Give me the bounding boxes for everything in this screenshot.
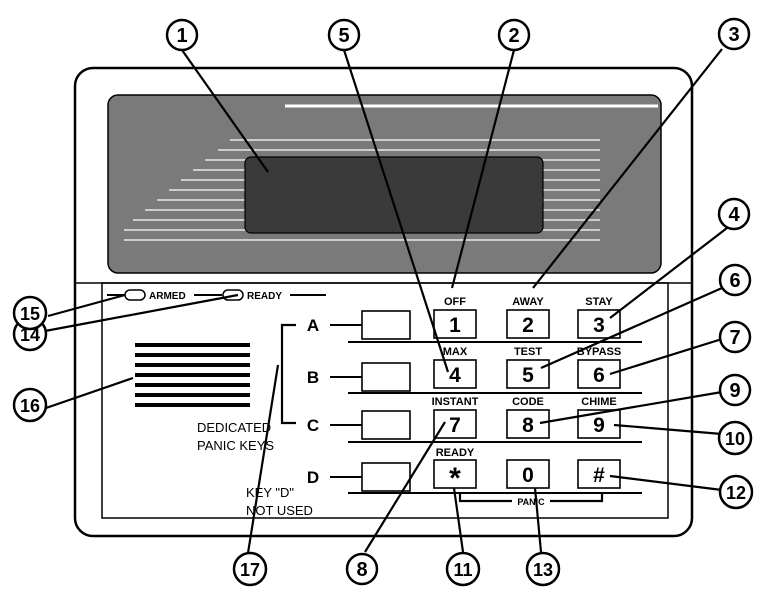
callout-1: 1 — [165, 18, 199, 52]
key-c[interactable] — [361, 410, 411, 440]
callout-7: 7 — [718, 320, 752, 354]
svg-text:3: 3 — [728, 24, 739, 46]
callout-13: 13 — [525, 551, 561, 587]
panic-bracket-left — [458, 494, 512, 503]
row-letter-a: A — [307, 316, 319, 335]
key-1-digit: 1 — [449, 314, 461, 337]
svg-text:4: 4 — [728, 204, 740, 226]
key-8-label: CODE — [512, 396, 544, 408]
key-hash[interactable]: # — [577, 459, 621, 489]
callout-9: 9 — [718, 373, 752, 407]
callout-16: 16 — [12, 387, 48, 423]
svg-text:15: 15 — [20, 304, 40, 324]
callout-12: 12 — [718, 474, 754, 510]
key-4-label: MAX — [443, 346, 468, 358]
key-d-note-line-2: NOT USED — [246, 503, 313, 518]
svg-text:16: 16 — [20, 396, 40, 416]
key-9-label: CHIME — [581, 396, 616, 408]
callout-3: 3 — [717, 17, 751, 51]
key-4-digit: 4 — [449, 364, 461, 387]
callout-11: 11 — [445, 551, 481, 587]
key-9[interactable]: CHIME 9 — [577, 396, 621, 439]
key-7-digit: 7 — [449, 414, 461, 437]
key-d[interactable] — [361, 462, 411, 492]
key-2-label: AWAY — [512, 296, 544, 308]
key-0[interactable]: 0 — [506, 459, 550, 489]
key-2[interactable]: AWAY 2 — [506, 296, 550, 339]
svg-text:1: 1 — [176, 25, 187, 47]
key-star[interactable]: READY * — [433, 447, 477, 495]
callout-6: 6 — [718, 263, 752, 297]
key-star-label: READY — [436, 447, 475, 459]
svg-text:8: 8 — [356, 559, 367, 581]
callout-8: 8 — [345, 552, 379, 586]
key-5-digit: 5 — [522, 364, 534, 387]
key-6-digit: 6 — [593, 364, 605, 387]
svg-text:11: 11 — [453, 560, 472, 580]
key-3-digit: 3 — [593, 314, 605, 337]
key-1-label: OFF — [444, 296, 466, 308]
row-letter-d: D — [307, 468, 319, 487]
svg-text:2: 2 — [508, 25, 519, 47]
armed-label: ARMED — [149, 291, 186, 302]
key-2-digit: 2 — [522, 314, 534, 337]
dedicated-panic-line-1: DEDICATED — [197, 420, 271, 435]
key-7-label: INSTANT — [432, 396, 479, 408]
row-letter-c: C — [307, 416, 319, 435]
svg-text:5: 5 — [338, 25, 349, 47]
key-1[interactable]: OFF 1 — [433, 296, 477, 339]
key-star-digit: * — [449, 462, 461, 495]
panic-label: PANIC — [517, 497, 545, 507]
leader-lines — [44, 48, 728, 554]
key-8[interactable]: CODE 8 — [506, 396, 550, 439]
key-6[interactable]: BYPASS 6 — [577, 346, 621, 389]
svg-text:9: 9 — [729, 380, 740, 402]
svg-text:13: 13 — [533, 560, 553, 580]
svg-text:12: 12 — [726, 483, 746, 503]
lcd-screen — [244, 156, 544, 234]
callout-15: 15 — [12, 295, 48, 331]
svg-text:10: 10 — [725, 429, 745, 449]
key-a[interactable] — [361, 310, 411, 340]
row-letter-b: B — [307, 368, 319, 387]
callout-2: 2 — [497, 18, 531, 52]
key-b[interactable] — [361, 362, 411, 392]
key-5-label: TEST — [514, 346, 542, 358]
callout-10: 10 — [717, 420, 753, 456]
callout-5: 5 — [327, 18, 361, 52]
speaker-grille — [135, 343, 250, 407]
callout-17: 17 — [232, 551, 268, 587]
svg-text:7: 7 — [729, 327, 740, 349]
key-8-digit: 8 — [522, 414, 534, 437]
callout-4: 4 — [717, 197, 751, 231]
dedicated-panic-line-2: PANIC KEYS — [197, 438, 274, 453]
ready-label: READY — [247, 291, 282, 302]
key-9-digit: 9 — [593, 414, 605, 437]
key-d-note-line-1: KEY "D" — [246, 485, 294, 500]
armed-led — [124, 289, 146, 301]
key-hash-digit: # — [593, 464, 605, 487]
key-4[interactable]: MAX 4 — [433, 346, 477, 389]
key-0-digit: 0 — [522, 464, 534, 487]
panic-bracket-right — [550, 494, 604, 503]
svg-text:6: 6 — [729, 270, 740, 292]
key-3-label: STAY — [585, 296, 613, 308]
key-7[interactable]: INSTANT 7 — [432, 396, 479, 439]
key-5[interactable]: TEST 5 — [506, 346, 550, 389]
svg-text:17: 17 — [240, 560, 260, 580]
panic-bracket — [280, 323, 296, 425]
key-6-label: BYPASS — [577, 346, 621, 358]
svg-text:14: 14 — [20, 325, 40, 345]
